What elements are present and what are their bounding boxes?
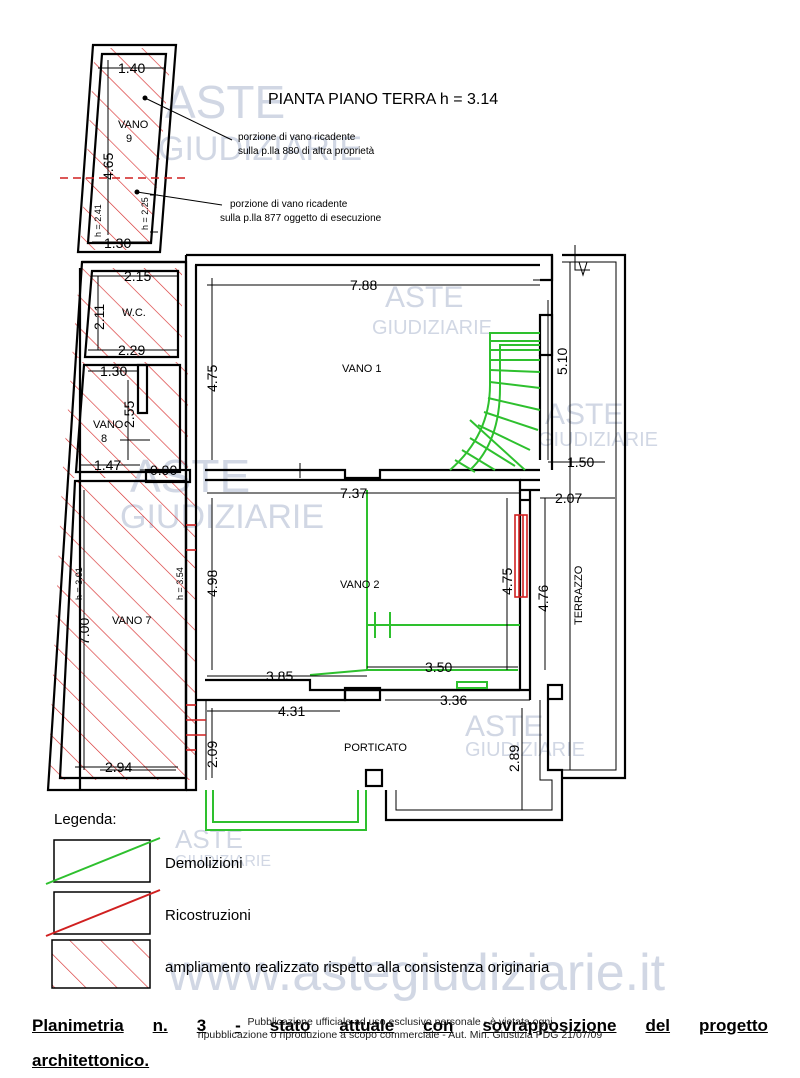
legend-line-green — [45, 837, 161, 885]
room-label-vano2: VANO 2 — [340, 579, 380, 591]
dim-label: 3.36 — [440, 692, 467, 708]
watermark-giudiziarie: GIUDIZIARIE — [465, 739, 585, 761]
dim-label: 7.88 — [350, 277, 377, 293]
watermark-site: www.astegiudiziarie.it — [167, 944, 666, 1002]
watermark-giudiziarie: GIUDIZIARIE — [538, 429, 658, 451]
dim-label: 7.00 — [76, 618, 92, 645]
notice-line2: ripubblicazione o riproduzione a scopo c… — [197, 1029, 603, 1041]
room-label-terrazzo: TERRAZZO — [573, 565, 585, 625]
note2-line1: porzione di vano ricadente — [230, 199, 348, 210]
dim-label: 2.11 — [91, 304, 107, 330]
dim-label: 2.94 — [105, 759, 132, 775]
watermark-giudiziarie: GIUDIZIARIE — [158, 130, 362, 168]
plan-title: PIANTA PIANO TERRA h = 3.14 — [268, 91, 498, 108]
dim-label: 1.30 — [104, 235, 131, 251]
watermarks: ASTE GIUDIZIARIE ASTE GIUDIZIARIE ASTE G… — [120, 76, 666, 1002]
room-label-vano8: VANO 8 — [93, 419, 124, 445]
watermark-aste: ASTE — [165, 76, 285, 128]
room-label-vano9-text: VANO — [118, 119, 149, 131]
dim-label: h = 2.25 — [140, 197, 150, 230]
dim-label: h = 3.01 — [74, 567, 84, 600]
dim-label: 4.65 — [100, 153, 116, 180]
legend-swatch-ricostruzioni — [53, 891, 151, 935]
dim-label: 5.10 — [554, 348, 570, 375]
legend-label-ampliamento: ampliamento realizzato rispetto alla con… — [165, 959, 550, 976]
room-label-vano7: VANO 7 — [112, 615, 152, 627]
caption-word: del — [645, 1016, 671, 1035]
dim-label: 2.07 — [555, 490, 582, 506]
extension-hatch-areas — [48, 48, 196, 988]
legend-label-ricostruzioni: Ricostruzioni — [165, 907, 251, 924]
dim-label: 4.75 — [499, 568, 515, 595]
caption-word: - — [235, 1016, 241, 1035]
legend-line-red — [45, 889, 161, 937]
room-label-wc: W.C. — [122, 307, 146, 319]
dim-label: 2.89 — [506, 745, 522, 772]
caption-word: stato — [269, 1016, 311, 1035]
caption-word: sovrapposizione — [482, 1016, 617, 1035]
watermark-aste: ASTE — [465, 710, 543, 743]
watermark-aste: ASTE — [385, 281, 463, 314]
dim-label: 3.85 — [266, 668, 293, 684]
caption-line2: architettonico. — [32, 1051, 150, 1070]
legend-label-demolizioni: Demolizioni — [165, 855, 243, 872]
notice-line1: Pubblicazione ufficiale ad uso esclusivo… — [247, 1016, 553, 1028]
dim-label: h = 2.41 — [93, 204, 103, 237]
dim-label: 4.31 — [278, 703, 305, 719]
caption-word: progetto — [698, 1016, 768, 1035]
demolition-lines — [205, 332, 541, 831]
dim-label: 0.90 — [150, 462, 177, 478]
room-label-porticato: PORTICATO — [344, 742, 407, 754]
caption-word: attuale — [339, 1016, 395, 1035]
legend-title: Legenda: — [54, 811, 117, 828]
note-leaders — [134, 95, 233, 206]
caption-word: 3 — [196, 1016, 207, 1035]
legend-swatch-ampliamento — [51, 939, 151, 989]
room-label-vano9-text-line: 9 — [126, 133, 132, 145]
dim-label: 4.98 — [204, 570, 220, 597]
dim-label: 4.76 — [535, 585, 551, 612]
dim-label: 1.50 — [567, 454, 594, 470]
dim-label: 2.09 — [204, 741, 220, 768]
dim-label: 1.30 — [100, 363, 127, 379]
caption-word: Planimetria — [32, 1016, 124, 1035]
note2-line2: sulla p.lla 877 oggetto di esecuzione — [220, 213, 382, 224]
caption-line1: Planimetria n. 3 - stato attuale con sov… — [32, 1016, 768, 1036]
terrace-outline — [562, 245, 627, 780]
dim-label: 1.47 — [94, 457, 121, 473]
watermark-giudiziarie: GIUDIZIARIE — [175, 853, 271, 870]
dim-label: 7.37 — [340, 485, 367, 501]
dim-label: 3.50 — [425, 659, 452, 675]
dim-label: h = 3.54 — [175, 567, 185, 600]
note1-line2: sulla p.lla 880 di altra proprietà — [238, 146, 375, 157]
note1-line1: porzione di vano ricadente — [238, 132, 356, 143]
main-walls — [184, 253, 564, 822]
reconstruction-lines — [60, 177, 528, 751]
publication-notice: Pubblicazione ufficiale ad uso esclusivo… — [170, 1016, 630, 1042]
dim-label: 2.15 — [124, 268, 151, 284]
room-label-vano9: VANO 9 — [118, 119, 149, 145]
watermark-aste: ASTE — [545, 398, 623, 431]
dimension-labels: 1.40 4.65 h = 2.41 h = 2.25 1.30 2.15 2.… — [74, 60, 594, 775]
dim-label: 4.75 — [204, 365, 220, 392]
legend-swatch-demolizioni — [53, 839, 151, 883]
watermark-aste: ASTE — [175, 824, 243, 854]
room-label-vano8-text-line: 8 — [101, 433, 107, 445]
dimension-lines — [75, 60, 615, 810]
dim-label: 2.29 — [118, 342, 145, 358]
staircase — [449, 332, 541, 473]
dim-label: 1.40 — [118, 60, 145, 76]
caption-word: n. — [152, 1016, 168, 1035]
dim-label: 2.55 — [121, 401, 137, 428]
watermark-giudiziarie: GIUDIZIARIE — [372, 317, 492, 339]
room-label-vano1: VANO 1 — [342, 363, 382, 375]
room-label-vano8-text: VANO — [93, 419, 124, 431]
legend: Legenda: Demolizioni Ricostruzioni ampli… — [45, 811, 550, 989]
caption-word: con — [423, 1016, 454, 1035]
